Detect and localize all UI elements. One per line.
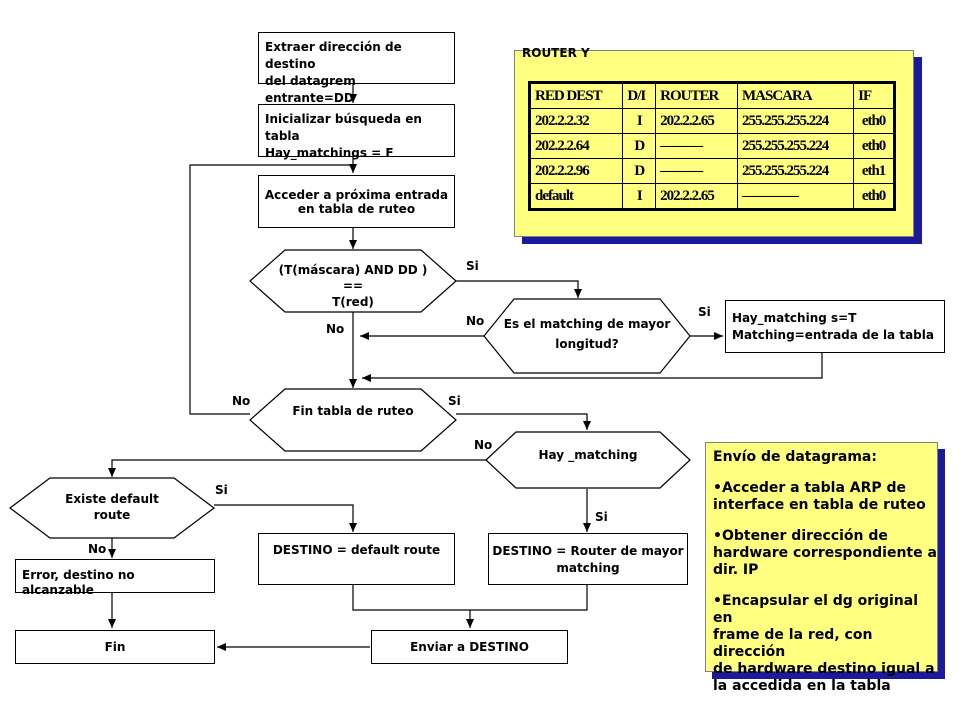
decision-mascara-shape (249, 249, 457, 313)
envio-title: Envío de datagrama: (713, 449, 877, 465)
label-si-hay: Si (595, 510, 608, 524)
label-si-existe: Si (215, 483, 228, 497)
label-si-mascara: Si (466, 259, 479, 273)
arrow-set-back (362, 353, 823, 382)
box-destino-default: DESTINO = default route (258, 533, 455, 585)
arrow-hay-no (108, 459, 486, 477)
decision-mayor-text: Es el matching de mayor longitud? (503, 317, 671, 351)
cell-di: I (622, 108, 657, 134)
cell-di: D (622, 133, 657, 159)
cell-mascara: 255.255.255.224 (737, 108, 855, 134)
box-fin: Fin (15, 630, 215, 664)
cell-di: I (622, 183, 657, 210)
decision-mayor-shape (483, 298, 691, 374)
label-no-hay: No (474, 438, 493, 452)
box-enviar-destino: Enviar a DESTINO (371, 630, 568, 664)
decision-fin-tabla-text: Fin tabla de ruteo (292, 404, 414, 418)
cell-red-dest: 202.2.2.32 (528, 108, 624, 134)
label-no-mayor: No (466, 314, 485, 328)
box-hay-matching-set-text: Hay_matching s=T Matching=entrada de la … (732, 311, 934, 342)
decision-fin-tabla-shape (249, 388, 457, 452)
cell-mascara: 255.255.255.224 (737, 158, 855, 184)
arrow-mascara-si (456, 280, 582, 298)
cell-router: 202.2.2.65 (655, 183, 739, 210)
box-acceder-text: Acceder a próxima entrada en tabla de ru… (264, 187, 449, 216)
label-no-existe: No (88, 542, 107, 556)
box-extraer-text: Extraer dirección de destino del datagre… (265, 40, 402, 105)
label-no-mascara: No (326, 322, 345, 336)
box-extraer-direccion: Extraer dirección de destino del datagre… (258, 32, 455, 105)
box-destino-router: DESTINO = Router de mayor matching (488, 533, 688, 585)
cell-mascara: ———— (737, 183, 855, 210)
box-inicializar-text: Inicializar búsqueda en tabla Hay_matchi… (265, 112, 422, 160)
cell-if: eth0 (853, 133, 895, 159)
arrow-default-merge (352, 585, 588, 611)
box-error-text: Error, destino no alcanzable (22, 568, 135, 597)
box-destino-default-text: DESTINO = default route (272, 543, 441, 557)
router-table-title: ROUTER Y (522, 46, 590, 60)
cell-if: eth0 (853, 108, 895, 134)
routing-table-header: RED DEST D/I ROUTER MASCARA IF (528, 82, 895, 109)
header-router: ROUTER (655, 82, 739, 109)
cell-red-dest: 202.2.2.96 (528, 158, 624, 184)
header-mascara: MASCARA (737, 82, 855, 109)
box-enviar-text: Enviar a DESTINO (410, 640, 529, 654)
label-si-fin: Si (448, 394, 461, 408)
box-destino-router-text: DESTINO = Router de mayor matching (492, 544, 684, 575)
decision-hay-matching-text: Hay _matching (538, 448, 638, 462)
decision-existe-default-shape (9, 477, 215, 539)
decision-existe-default-text: Existe default route (65, 492, 159, 522)
cell-router: ——— (655, 133, 739, 159)
label-no-fin: No (232, 394, 251, 408)
arrow-fin-no-loop (189, 164, 353, 415)
envio-item-encapsular: •Encapsular el dg original en frame de l… (713, 593, 935, 694)
envio-list: Envío de datagrama: •Acceder a tabla ARP… (713, 449, 937, 709)
table-row: 202.2.2.64 D ——— 255.255.255.224 eth0 (528, 133, 895, 159)
table-row: 202.2.2.32 I 202.2.2.65 255.255.255.224 … (528, 108, 895, 134)
table-row: default I 202.2.2.65 ———— eth0 (528, 183, 895, 210)
cell-mascara: 255.255.255.224 (737, 133, 855, 159)
decision-mascara-text: (T(máscara) AND DD ) == T(red) (278, 263, 428, 309)
arrow-fin-si (456, 413, 591, 430)
envio-item-hardware: •Obtener dirección de hardware correspon… (713, 528, 937, 578)
cell-red-dest: 202.2.2.64 (528, 133, 624, 159)
envio-item-arp: •Acceder a tabla ARP de interface en tab… (713, 480, 926, 513)
box-fin-text: Fin (104, 640, 126, 654)
header-di: D/I (622, 82, 657, 109)
box-error-destino: Error, destino no alcanzable (15, 559, 215, 597)
cell-router: 202.2.2.65 (655, 108, 739, 134)
box-hay-matching-set: Hay_matching s=T Matching=entrada de la … (725, 300, 945, 353)
cell-red-dest: default (528, 183, 624, 210)
label-si-mayor: Si (698, 305, 711, 319)
cell-if: eth1 (853, 158, 895, 184)
box-acceder-entrada: Acceder a próxima entrada en tabla de ru… (258, 175, 455, 228)
header-red-dest: RED DEST (528, 82, 624, 109)
routing-table: RED DEST D/I ROUTER MASCARA IF 202.2.2.3… (528, 81, 896, 211)
box-inicializar-busqueda: Inicializar búsqueda en tabla Hay_matchi… (258, 104, 455, 160)
cell-if: eth0 (853, 183, 895, 210)
envio-note (705, 442, 938, 672)
cell-router: ——— (655, 158, 739, 184)
table-row: 202.2.2.96 D ——— 255.255.255.224 eth1 (528, 158, 895, 184)
cell-di: D (622, 158, 657, 184)
header-if: IF (853, 82, 895, 109)
decision-hay-matching-shape (485, 431, 691, 489)
arrow-existe-si (214, 504, 357, 532)
